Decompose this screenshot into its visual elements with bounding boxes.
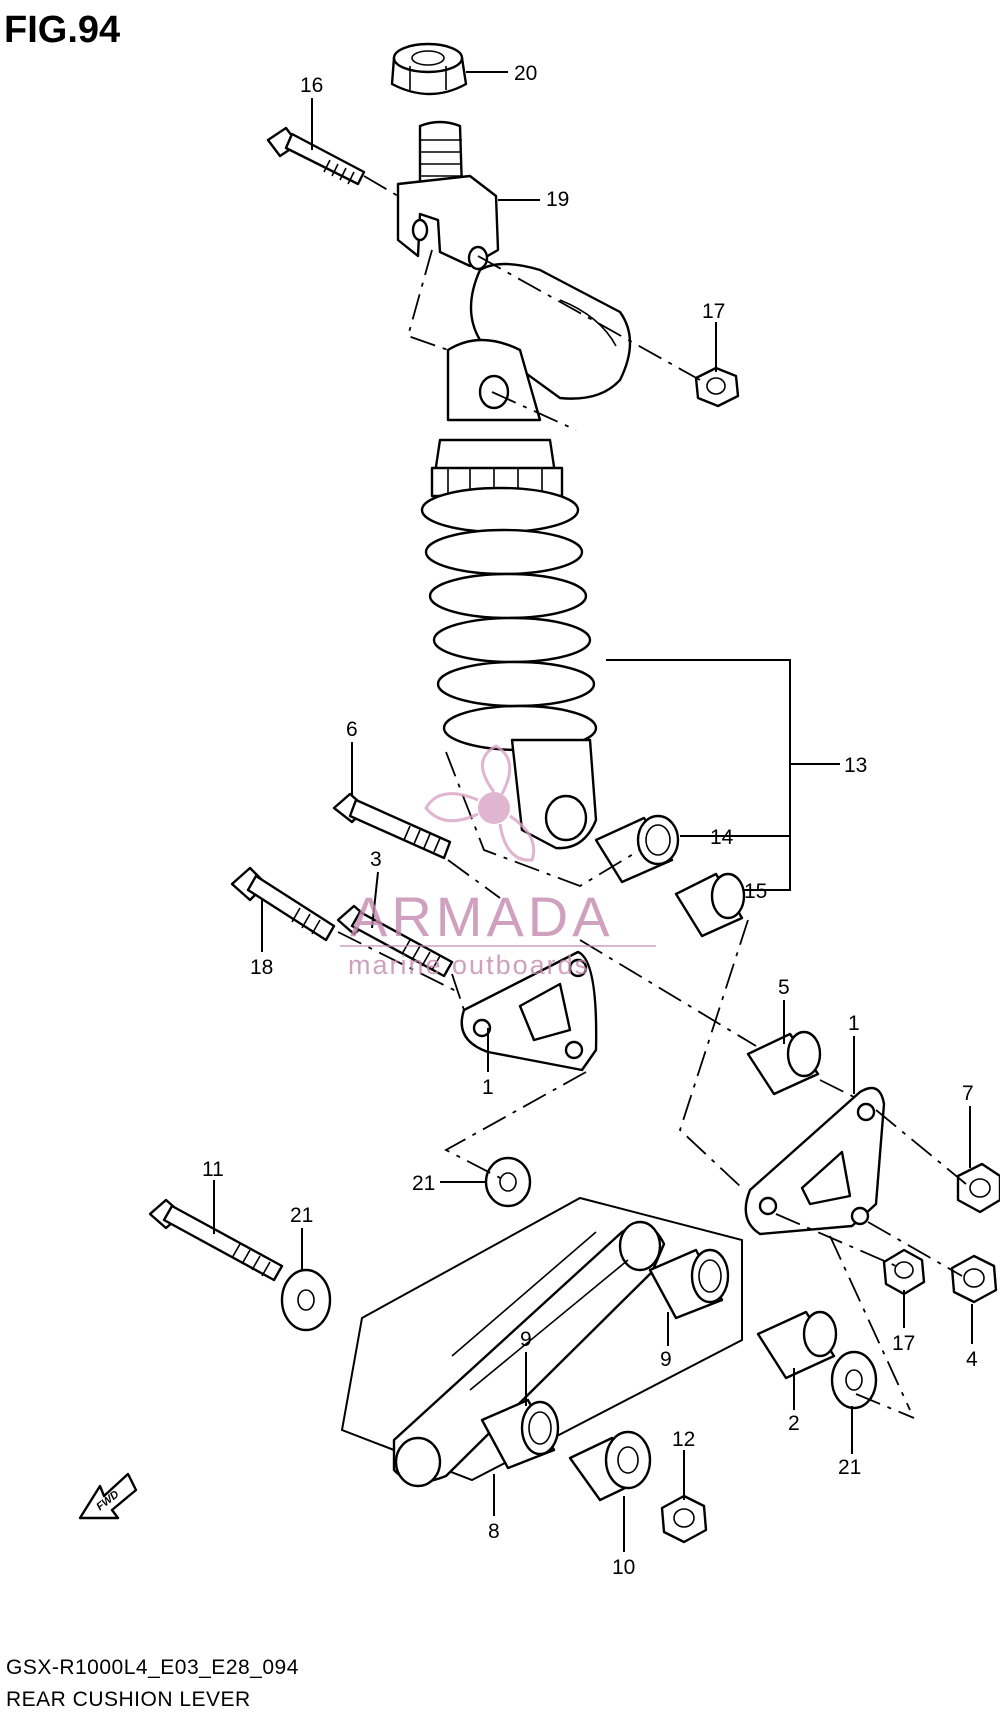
part-10-collar[interactable]: [568, 1430, 652, 1502]
callout-10[interactable]: 10: [612, 1556, 635, 1579]
figure-title: FIG.94: [4, 9, 120, 51]
callout-21-left[interactable]: 21: [290, 1204, 313, 1227]
part-15-bushing[interactable]: [674, 872, 746, 938]
part-11-bolt[interactable]: [148, 1198, 284, 1282]
section-name: REAR CUSHION LEVER: [6, 1688, 251, 1711]
part-5-collar[interactable]: [746, 1030, 822, 1096]
part-16-bolt[interactable]: [266, 126, 366, 186]
callout-2[interactable]: 2: [788, 1412, 800, 1435]
part-17-nut-lower[interactable]: [882, 1248, 926, 1296]
callout-9-upper[interactable]: 9: [660, 1348, 672, 1371]
part-1-plate-left[interactable]: [460, 950, 598, 1072]
callout-20[interactable]: 20: [514, 62, 537, 85]
callout-13[interactable]: 13: [844, 754, 867, 777]
callout-4[interactable]: 4: [966, 1348, 978, 1371]
callout-12[interactable]: 12: [672, 1428, 695, 1451]
callout-8[interactable]: 8: [488, 1520, 500, 1543]
part-19-clevis[interactable]: [396, 120, 500, 271]
part-2-collar[interactable]: [756, 1310, 838, 1380]
part-20-cap[interactable]: [390, 42, 468, 96]
callout-15[interactable]: 15: [744, 880, 767, 903]
leader-lines: [213, 71, 973, 1552]
part-4-nut[interactable]: [950, 1254, 998, 1304]
part-12-nut[interactable]: [660, 1494, 708, 1544]
callout-5[interactable]: 5: [778, 976, 790, 999]
callout-9-lower[interactable]: 9: [520, 1328, 532, 1351]
part-18-bolt[interactable]: [230, 866, 336, 942]
part-7-nut[interactable]: [956, 1162, 1000, 1214]
part-14-bushing[interactable]: [594, 814, 680, 884]
callout-14[interactable]: 14: [710, 826, 734, 849]
part-21-washer-right[interactable]: [830, 1350, 878, 1410]
callout-1-right[interactable]: 1: [848, 1012, 860, 1035]
part-9-bushing-upper[interactable]: [648, 1248, 730, 1320]
callout-1-left[interactable]: 1: [482, 1076, 494, 1099]
callout-6[interactable]: 6: [346, 718, 358, 741]
shock-reservoir: [469, 262, 632, 400]
fwd-arrow: FWD: [78, 1472, 138, 1520]
callouts: 20 16 19 17 13 6 14 15 3 18 5 1 1 7 21 1…: [202, 62, 978, 1579]
part-13-shock-absorber[interactable]: [420, 338, 598, 850]
callout-19[interactable]: 19: [546, 188, 569, 211]
part-6-bolt[interactable]: [332, 792, 452, 860]
callout-17-lower[interactable]: 17: [892, 1332, 915, 1355]
part-9-bushing-lower[interactable]: [480, 1398, 560, 1470]
watermark: ARMADA marine outboards: [340, 744, 656, 980]
callout-18[interactable]: 18: [250, 956, 273, 979]
part-17-nut-top[interactable]: [694, 366, 740, 408]
assembly-lines: [337, 175, 967, 1419]
callout-11[interactable]: 11: [202, 1158, 224, 1181]
model-code: GSX-R1000L4_E03_E28_094: [6, 1656, 299, 1679]
callout-3[interactable]: 3: [370, 848, 382, 871]
watermark-logo-icon: [424, 744, 536, 862]
part-1-plate-right[interactable]: [744, 1086, 886, 1236]
callout-17-top[interactable]: 17: [702, 300, 725, 323]
part-8-cushion-rod[interactable]: [340, 1196, 743, 1488]
watermark-tagline: marine outboards: [348, 950, 590, 980]
part-21-washer-left[interactable]: [280, 1268, 332, 1332]
callout-7[interactable]: 7: [962, 1082, 974, 1105]
callout-21-upper[interactable]: 21: [412, 1172, 435, 1195]
callout-21-right[interactable]: 21: [838, 1456, 861, 1479]
callout-16[interactable]: 16: [300, 74, 323, 97]
watermark-brand: ARMADA: [350, 885, 614, 948]
